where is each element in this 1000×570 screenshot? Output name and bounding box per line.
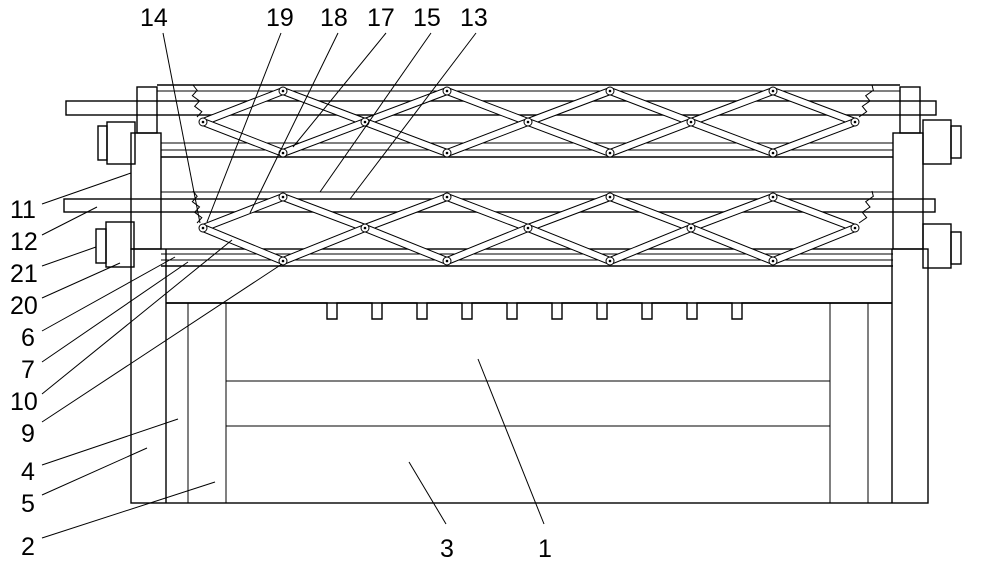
right-upper-motor	[923, 120, 961, 164]
scissor-bar	[282, 119, 366, 157]
scissor-bar	[690, 88, 774, 126]
scissor-bar	[609, 225, 693, 264]
label-13: 13	[460, 4, 488, 32]
pivot-pin-center	[609, 90, 612, 93]
comb-teeth-outline	[166, 303, 892, 319]
spring	[859, 191, 873, 223]
label-21: 21	[10, 260, 38, 288]
base-body	[131, 249, 928, 503]
scissor-bar	[527, 88, 611, 126]
pivot-pin-center	[202, 227, 205, 230]
leader-lines	[42, 33, 544, 538]
scissor-bar	[364, 88, 448, 126]
left-lower-motor	[96, 222, 134, 267]
label-2: 2	[21, 533, 35, 561]
pivot-pin-center	[854, 227, 857, 230]
label-6: 6	[21, 324, 35, 352]
label-4: 4	[21, 458, 35, 486]
label-14: 14	[140, 4, 168, 32]
leader-3	[409, 462, 446, 524]
pivot-pin-center	[527, 227, 530, 230]
scissor-bar	[527, 119, 611, 157]
label-18: 18	[320, 4, 348, 32]
leader-4	[42, 419, 178, 465]
pivot-pin-center	[772, 260, 775, 263]
scissor-bar	[282, 225, 367, 264]
scissor-bar	[772, 119, 856, 157]
pivot-pin-center	[282, 196, 285, 199]
scissor-bar	[772, 88, 856, 126]
comb-teeth	[166, 303, 892, 319]
scissor-bar	[690, 119, 774, 157]
label-11: 11	[10, 196, 36, 224]
label-3: 3	[440, 535, 454, 563]
scissor-bar	[772, 225, 857, 264]
pivot-pin-center	[446, 152, 449, 155]
pivot-pin-center	[364, 227, 367, 230]
scissor-bar	[202, 88, 285, 126]
label-12: 12	[10, 228, 38, 256]
leader-9	[42, 264, 282, 422]
label-20: 20	[10, 292, 38, 320]
leader-21	[42, 247, 96, 266]
pivot-pin-center	[282, 152, 285, 155]
scissor-bar	[446, 119, 530, 157]
label-17: 17	[367, 4, 395, 32]
scissor-bar	[609, 119, 693, 157]
scissor-bar	[690, 225, 775, 264]
pivot-pin-center	[446, 196, 449, 199]
label-7: 7	[21, 356, 35, 384]
scissor-bar	[364, 119, 448, 157]
scissor-bar	[527, 225, 612, 264]
pivot-pin-center	[609, 260, 612, 263]
label-10: 10	[10, 388, 38, 416]
scissor-bar	[446, 88, 530, 126]
pivot-pin-center	[202, 121, 205, 124]
pivot-pin-center	[282, 90, 285, 93]
leader-20	[42, 263, 120, 298]
pivot-pin-center	[772, 90, 775, 93]
leader-2	[42, 482, 215, 538]
left-post	[131, 87, 161, 249]
pivot-pin-center	[609, 152, 612, 155]
pivot-pin-center	[690, 227, 693, 230]
scissor-bar	[202, 225, 285, 264]
pivot-pin-center	[854, 121, 857, 124]
scissor-bar	[609, 88, 693, 126]
scissor-bar	[202, 119, 285, 157]
scissor-bar	[364, 225, 449, 264]
label-19: 19	[266, 4, 294, 32]
pivot-pin-center	[446, 90, 449, 93]
leader-1	[478, 359, 544, 524]
pivot-pin-center	[690, 121, 693, 124]
leader-12	[42, 207, 97, 235]
leader-10	[42, 240, 232, 394]
scissor-bar	[282, 88, 366, 126]
leader-14	[163, 33, 200, 223]
pivot-pin-center	[282, 260, 285, 263]
pivot-pin-center	[364, 121, 367, 124]
pivot-pin-center	[446, 260, 449, 263]
label-15: 15	[413, 4, 441, 32]
pivot-pin-center	[772, 196, 775, 199]
label-5: 5	[21, 490, 35, 518]
pivot-pin-center	[609, 196, 612, 199]
right-post	[893, 87, 923, 249]
left-upper-motor	[98, 122, 135, 164]
label-1: 1	[538, 535, 552, 563]
pivot-pin-center	[527, 121, 530, 124]
pivot-pin-center	[772, 152, 775, 155]
leader-18	[250, 33, 338, 213]
label-9: 9	[21, 420, 35, 448]
scissor-bar	[446, 225, 530, 264]
leader-13	[350, 33, 476, 199]
